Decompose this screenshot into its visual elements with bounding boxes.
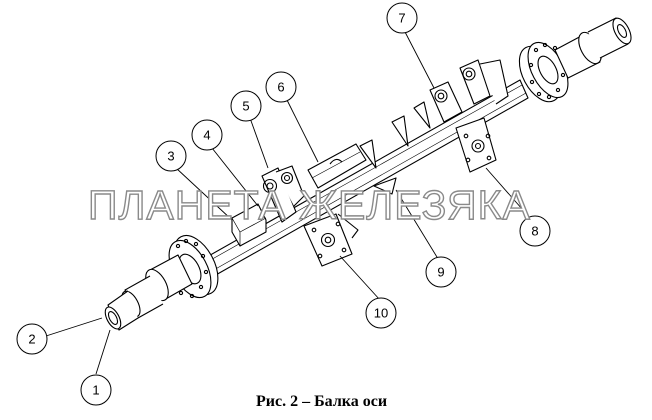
callout-9-label: 9: [437, 265, 444, 280]
callout-3-circle: [155, 140, 187, 172]
right-brake-plate: [455, 117, 497, 173]
callout-3-label: 3: [167, 149, 174, 164]
callout-2-label: 2: [28, 332, 35, 347]
callout-5-label: 5: [242, 99, 249, 114]
callouts: [16, 2, 551, 406]
callout-4-circle: [191, 119, 223, 151]
callout-6-label: 6: [277, 80, 284, 95]
callout-10-circle: [365, 297, 397, 329]
middle-plate: [307, 143, 367, 189]
gusset: [373, 177, 397, 195]
callout-6-circle: [265, 71, 297, 103]
watermark: ПЛАНЕТА ЖЕЛЕЗЯКА: [87, 181, 531, 228]
figure-caption: Рис. 2 – Балка оси: [256, 393, 388, 410]
callout-1-label: 1: [92, 383, 99, 398]
leader-lines: [45, 29, 531, 375]
callout-8-label: 8: [531, 224, 538, 239]
spring-seat-left: [231, 203, 267, 247]
left-brake-plate: [303, 213, 359, 267]
callout-2-circle: [16, 323, 48, 355]
right-spindle: [554, 17, 632, 79]
center-fins: [359, 101, 431, 169]
left-spindle: [104, 254, 193, 331]
left-shackle-bracket: [261, 165, 305, 223]
callout-8-circle: [519, 215, 551, 247]
right-shackle-bracket: [429, 59, 509, 123]
callout-1-circle: [80, 374, 112, 406]
callout-7-circle: [386, 2, 418, 34]
callout-4-label: 4: [203, 128, 210, 143]
callout-9-circle: [425, 256, 457, 288]
callout-5-circle: [230, 90, 262, 122]
callout-7-label: 7: [398, 11, 405, 26]
callout-10-label: 10: [374, 306, 388, 321]
